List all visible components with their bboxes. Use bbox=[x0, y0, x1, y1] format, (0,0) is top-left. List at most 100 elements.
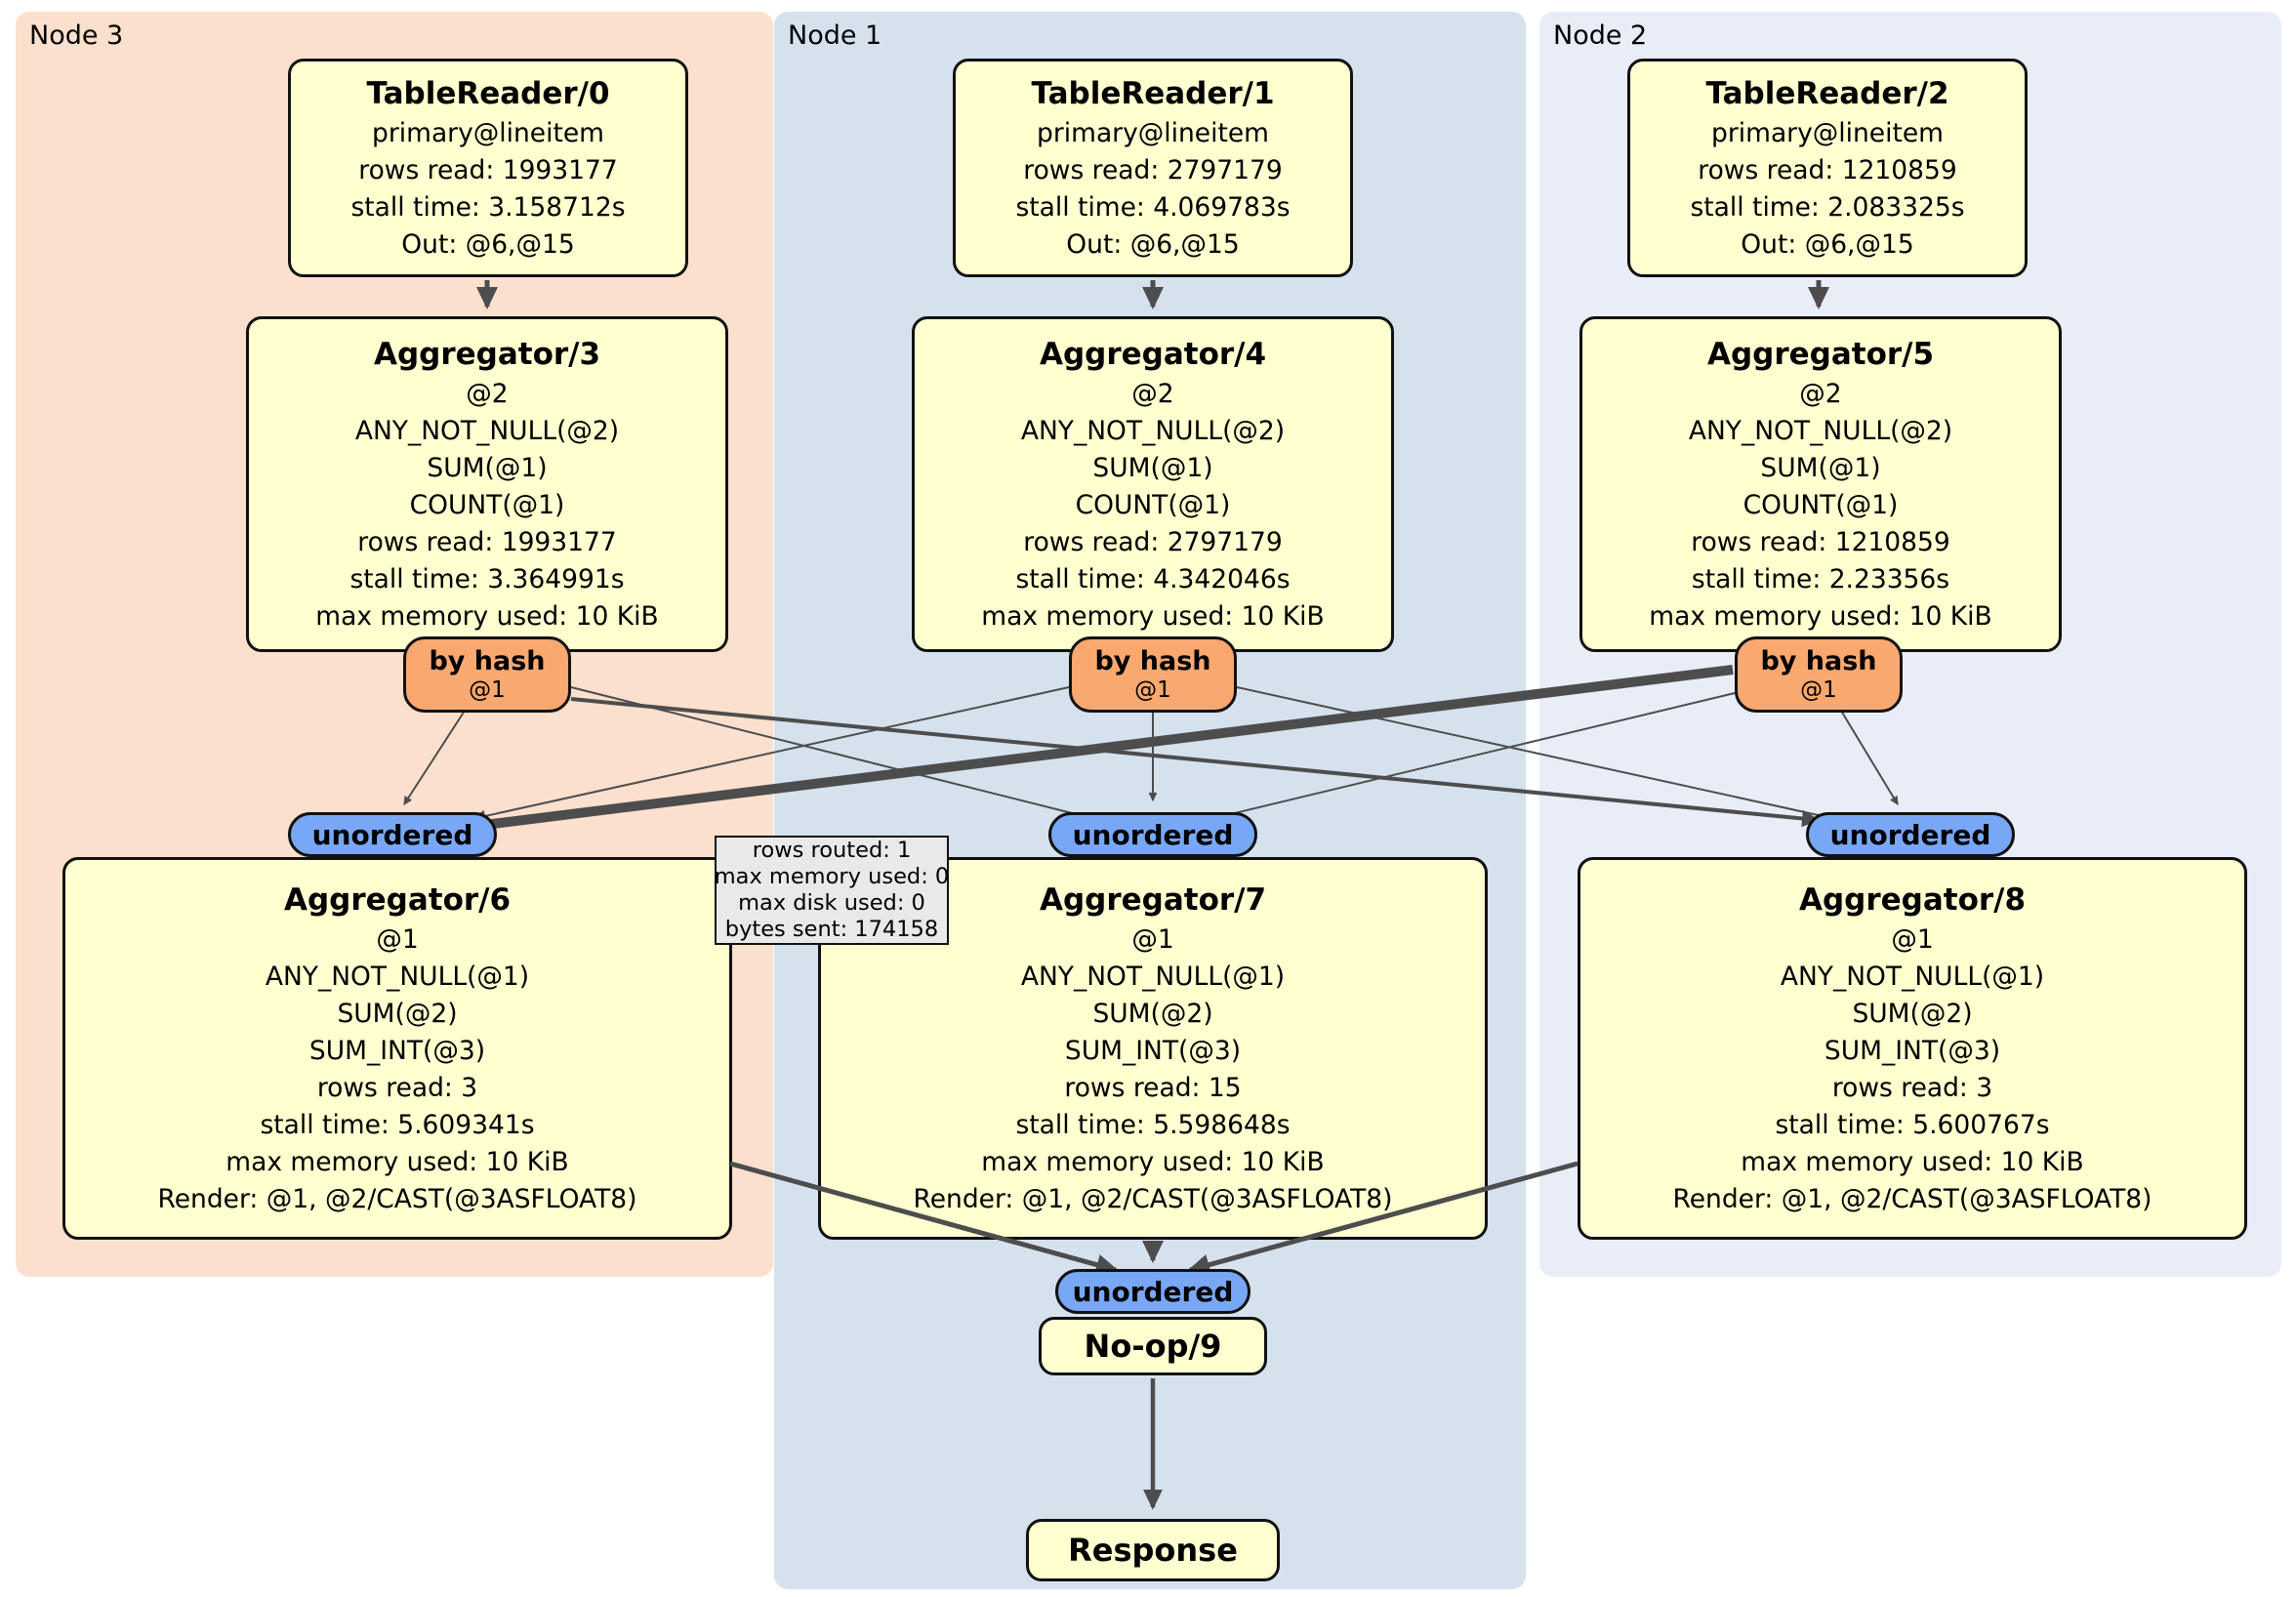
detail-line: SUM(@1) bbox=[1760, 453, 1881, 483]
detail-line: rows read: 15 bbox=[1064, 1073, 1242, 1103]
byhash-router-node2: by hash @1 bbox=[1735, 636, 1903, 713]
aggregator-4-title: Aggregator/4 bbox=[1039, 337, 1267, 372]
detail-line: max memory used: 10 KiB bbox=[226, 1147, 569, 1177]
tablereader-0-title: TableReader/0 bbox=[366, 76, 610, 111]
detail-line: SUM(@1) bbox=[1092, 453, 1213, 483]
detail-line: Render: @1, @2/CAST(@3ASFLOAT8) bbox=[157, 1184, 637, 1214]
byhash-router-node1: by hash @1 bbox=[1069, 636, 1237, 713]
detail-line: SUM(@2) bbox=[1092, 999, 1213, 1029]
detail-line: stall time: 4.342046s bbox=[1015, 564, 1291, 594]
response-title: Response bbox=[1068, 1532, 1238, 1569]
detail-line: SUM(@2) bbox=[1852, 999, 1973, 1029]
unordered-sync-final: unordered bbox=[1055, 1269, 1250, 1314]
detail-line: rows read: 1993177 bbox=[357, 527, 617, 557]
tablereader-2-title: TableReader/2 bbox=[1705, 76, 1949, 111]
unordered-sync-node1: unordered bbox=[1048, 812, 1257, 857]
byhash-router-label: by hash bbox=[429, 646, 546, 676]
detail-line: SUM(@1) bbox=[427, 453, 548, 483]
tablereader-2-details: primary@lineitem rows read: 1210859 stall … bbox=[1690, 115, 1964, 264]
detail-line: rows read: 2797179 bbox=[1023, 527, 1283, 557]
detail-line: @1 bbox=[1131, 924, 1174, 955]
detail-line: primary@lineitem bbox=[372, 118, 604, 148]
tablereader-1-box: TableReader/1 primary@lineitem rows read:… bbox=[953, 59, 1353, 277]
detail-line: rows read: 1993177 bbox=[358, 155, 618, 185]
detail-line: ANY_NOT_NULL(@2) bbox=[354, 416, 620, 446]
detail-line: COUNT(@1) bbox=[409, 490, 565, 520]
detail-line: ANY_NOT_NULL(@2) bbox=[1688, 416, 1953, 446]
byhash-router-label: by hash bbox=[1760, 646, 1877, 676]
aggregator-5-title: Aggregator/5 bbox=[1706, 337, 1935, 372]
detail-line: ANY_NOT_NULL(@1) bbox=[1020, 962, 1286, 992]
tablereader-0-box: TableReader/0 primary@lineitem rows read:… bbox=[288, 59, 688, 277]
detail-line: bytes sent: 174158 bbox=[724, 917, 939, 942]
detail-line: max disk used: 0 bbox=[738, 890, 925, 916]
detail-line: ANY_NOT_NULL(@1) bbox=[1780, 962, 2045, 992]
unordered-sync-node2: unordered bbox=[1806, 812, 2015, 857]
detail-line: stall time: 3.364991s bbox=[349, 564, 625, 594]
node3-region-label: Node 3 bbox=[29, 20, 124, 51]
detail-line: max memory used: 0 bbox=[714, 864, 950, 889]
detail-line: @1 bbox=[1891, 924, 1934, 955]
tablereader-1-details: primary@lineitem rows read: 2797179 stall … bbox=[1015, 115, 1290, 264]
detail-line: stall time: 4.069783s bbox=[1015, 192, 1291, 223]
detail-line: stall time: 2.23356s bbox=[1691, 564, 1950, 594]
detail-line: stall time: 3.158712s bbox=[350, 192, 626, 223]
aggregator-6-title: Aggregator/6 bbox=[283, 882, 512, 918]
detail-line: ANY_NOT_NULL(@1) bbox=[265, 962, 530, 992]
detail-line: SUM_INT(@3) bbox=[1064, 1036, 1242, 1066]
detail-line: stall time: 2.083325s bbox=[1690, 192, 1965, 223]
detail-line: rows read: 2797179 bbox=[1023, 155, 1283, 185]
detail-line: rows routed: 1 bbox=[752, 838, 912, 863]
detail-line: SUM_INT(@3) bbox=[1824, 1036, 2001, 1066]
detail-line: @2 bbox=[1799, 379, 1842, 409]
detail-line: SUM(@2) bbox=[337, 999, 458, 1029]
unordered-sync-node3: unordered bbox=[288, 812, 497, 857]
node2-region-label: Node 2 bbox=[1553, 20, 1648, 51]
aggregator-7-title: Aggregator/7 bbox=[1039, 882, 1267, 918]
detail-line: Render: @1, @2/CAST(@3ASFLOAT8) bbox=[913, 1184, 1393, 1214]
detail-line: max memory used: 10 KiB bbox=[981, 1147, 1325, 1177]
detail-line: Render: @1, @2/CAST(@3ASFLOAT8) bbox=[1672, 1184, 2152, 1214]
aggregator-3-title: Aggregator/3 bbox=[373, 337, 601, 372]
response-box: Response bbox=[1026, 1519, 1280, 1581]
detail-line: COUNT(@1) bbox=[1075, 490, 1231, 520]
byhash-router-stream: @1 bbox=[1134, 677, 1171, 703]
detail-line: rows read: 3 bbox=[1831, 1073, 1993, 1103]
byhash-router-node3: by hash @1 bbox=[403, 636, 571, 713]
detail-line: ANY_NOT_NULL(@2) bbox=[1020, 416, 1286, 446]
detail-line: max memory used: 10 KiB bbox=[1649, 601, 1992, 632]
node1-region-label: Node 1 bbox=[788, 20, 882, 51]
detail-line: max memory used: 10 KiB bbox=[1741, 1147, 2084, 1177]
detail-line: rows read: 1210859 bbox=[1698, 155, 1957, 185]
detail-line: COUNT(@1) bbox=[1742, 490, 1899, 520]
detail-line: primary@lineitem bbox=[1037, 118, 1269, 148]
detail-line: SUM_INT(@3) bbox=[308, 1036, 486, 1066]
detail-line: @2 bbox=[1131, 379, 1174, 409]
tablereader-1-title: TableReader/1 bbox=[1031, 76, 1275, 111]
byhash-router-label: by hash bbox=[1094, 646, 1211, 676]
tablereader-2-box: TableReader/2 primary@lineitem rows read:… bbox=[1627, 59, 2028, 277]
detail-line: stall time: 5.609341s bbox=[260, 1110, 535, 1140]
detail-line: max memory used: 10 KiB bbox=[315, 601, 659, 632]
noop-9-title: No-op/9 bbox=[1084, 1328, 1222, 1365]
aggregator-8-title: Aggregator/8 bbox=[1798, 882, 2027, 918]
byhash-router-stream: @1 bbox=[1800, 677, 1837, 703]
detail-line: primary@lineitem bbox=[1711, 118, 1944, 148]
detail-line: rows read: 3 bbox=[316, 1073, 478, 1103]
detail-line: Out: @6,@15 bbox=[1741, 229, 1914, 260]
detail-line: rows read: 1210859 bbox=[1691, 527, 1950, 557]
detail-line: stall time: 5.600767s bbox=[1775, 1110, 2050, 1140]
detail-line: Out: @6,@15 bbox=[1066, 229, 1240, 260]
detail-line: @1 bbox=[376, 924, 419, 955]
